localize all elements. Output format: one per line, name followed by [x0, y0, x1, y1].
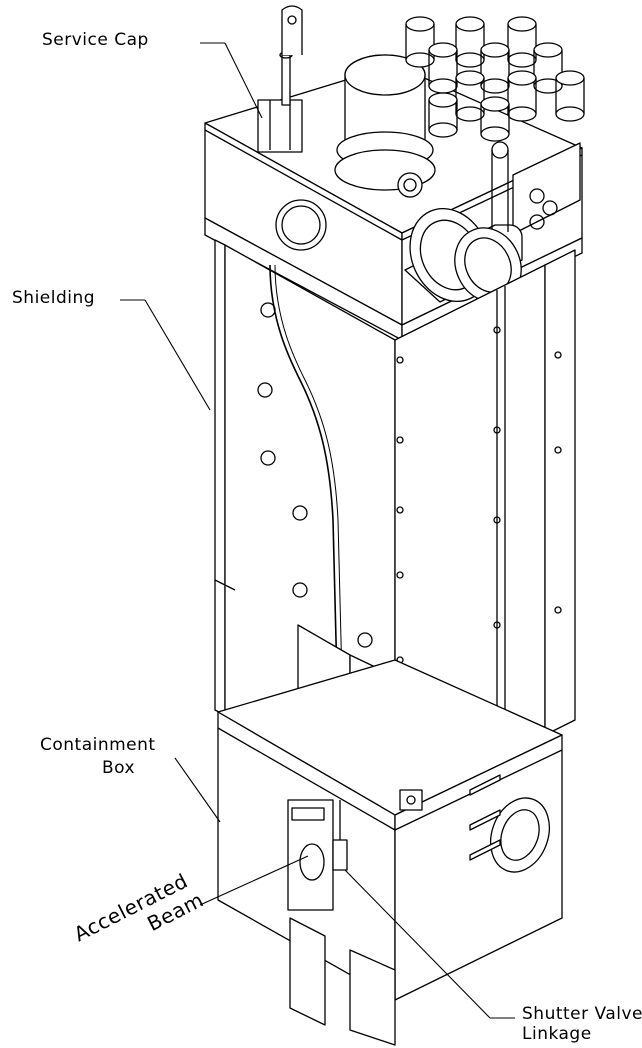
label-shielding: Shielding: [12, 288, 96, 308]
label-service-cap: Service Cap: [42, 30, 149, 50]
label-box: Box: [102, 758, 136, 778]
top-cylinder: [334, 54, 436, 198]
label-shutter-valve: Shutter Valve: [522, 1004, 642, 1024]
label-linkage: Linkage: [522, 1024, 592, 1044]
feedthrough-connectors: [405, 16, 585, 142]
leader-lines: [120, 42, 515, 1019]
label-containment: Containment: [40, 735, 156, 755]
containment-box: [217, 659, 563, 1046]
service-cap-post: [257, 5, 303, 153]
side-flange: [404, 141, 523, 303]
